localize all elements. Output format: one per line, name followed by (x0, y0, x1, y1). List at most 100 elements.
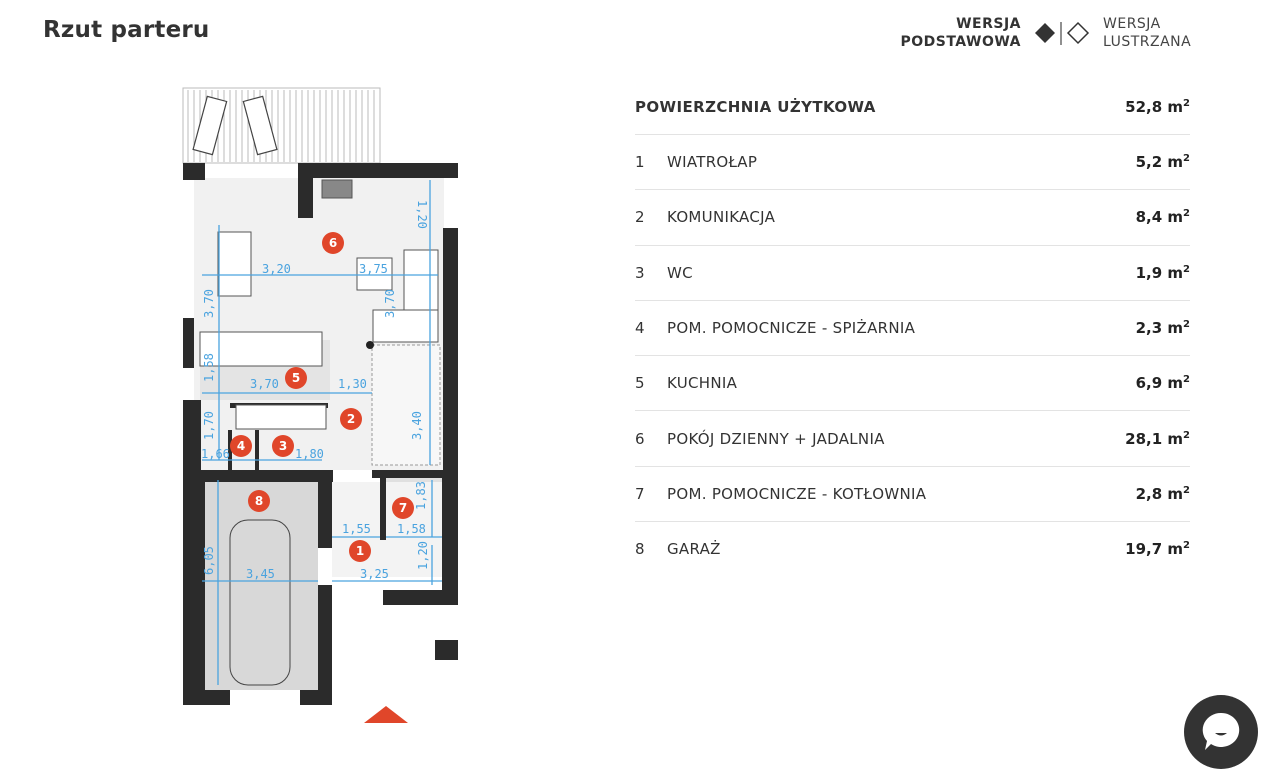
room-marker-5: 5 (285, 367, 307, 389)
marker-label: 1 (356, 544, 364, 558)
room-number: 1 (635, 153, 645, 172)
room-number: 6 (635, 429, 645, 448)
garage-floor (205, 482, 318, 690)
marker-label: 4 (237, 439, 245, 453)
dim-label: 3,75 (359, 262, 388, 276)
sofa-corner (372, 309, 439, 343)
room-number: 3 (635, 263, 645, 282)
room-number: 5 (635, 374, 645, 393)
chat-button[interactable] (1184, 695, 1258, 769)
room-area: 1,9 m2 (1135, 263, 1190, 282)
coffee-table (356, 257, 393, 291)
room-row: 8 GARAŻ 19,7 m2 (635, 522, 1190, 576)
floor-plan: 1,20 3,20 3,75 3,70 3,70 1,58 3,70 1,30 … (182, 87, 458, 723)
dim-label: 3,40 (410, 411, 424, 440)
room-name: POM. POMOCNICZE - KOTŁOWNIA (667, 484, 927, 503)
room-name: WC (667, 263, 693, 282)
entrance-arrow-icon (364, 706, 408, 723)
dim-label: 1,80 (295, 447, 324, 461)
version-basic-line1: WERSJA (956, 16, 1021, 32)
version-mirror-option[interactable]: WERSJA LUSTRZANA (1103, 15, 1191, 51)
room-marker-8: 8 (248, 490, 270, 512)
dim-label: 3,70 (383, 289, 397, 318)
page-title: Rzut parteru (43, 17, 210, 43)
dimension-labels: 1,20 3,20 3,75 3,70 3,70 1,58 3,70 1,30 … (201, 200, 430, 581)
furniture (199, 179, 441, 686)
room-marker-4: 4 (230, 435, 252, 457)
room-name: KOMUNIKACJA (667, 208, 776, 227)
dim-label: 1,30 (338, 377, 367, 391)
version-mirror-line1: WERSJA (1103, 16, 1161, 32)
dim-label: 1,55 (342, 522, 371, 536)
marker-label: 3 (279, 439, 287, 453)
summary-label: POWIERZCHNIA UŻYTKOWA (635, 98, 876, 116)
room-area: 2,3 m2 (1135, 319, 1190, 338)
stairs (371, 344, 441, 466)
dim-label: 3,20 (262, 262, 291, 276)
room-name: KUCHNIA (667, 374, 738, 393)
dim-label: 3,25 (360, 567, 389, 581)
marker-label: 5 (292, 371, 300, 385)
car-outline (229, 519, 291, 686)
room-row: 4 POM. POMOCNICZE - SPIŻARNIA 2,3 m2 (635, 301, 1190, 357)
room-row: 1 WIATROŁAP 5,2 m2 (635, 135, 1190, 191)
version-toggle[interactable] (1033, 19, 1093, 49)
room-marker-1: 1 (349, 540, 371, 562)
dining-table (217, 231, 252, 297)
dim-label: 3,70 (202, 289, 216, 318)
dim-label: 1,70 (202, 411, 216, 440)
vestibule-floor (332, 482, 442, 577)
marker-label: 6 (329, 236, 337, 250)
version-mirror-line2: LUSTRZANA (1103, 34, 1192, 50)
room-number: 4 (635, 319, 645, 338)
room-row: 7 POM. POMOCNICZE - KOTŁOWNIA 2,8 m2 (635, 467, 1190, 523)
dim-label: 1,58 (397, 522, 426, 536)
room-row: 2 KOMUNIKACJA 8,4 m2 (635, 190, 1190, 246)
outline-diamond-icon (1066, 21, 1090, 45)
room-number: 7 (635, 484, 645, 503)
room-area: 6,9 m2 (1135, 374, 1190, 393)
dim-label: 3,45 (246, 567, 275, 581)
kitchen-island (199, 331, 323, 367)
room-marker-2: 2 (340, 408, 362, 430)
room-number: 8 (635, 540, 645, 559)
marker-label: 7 (399, 501, 407, 515)
dimension-lines (202, 180, 442, 685)
room-marker-3: 3 (272, 435, 294, 457)
summary-value: 52,8 m2 (1125, 98, 1190, 116)
kitchen-counter (235, 404, 327, 430)
room-row: 3 WC 1,9 m2 (635, 246, 1190, 301)
room-marker-7: 7 (392, 497, 414, 519)
dim-label: 3,70 (250, 377, 279, 391)
room-row: 6 POKÓJ DZIENNY + JADALNIA 28,1 m2 (635, 411, 1190, 467)
room-area: 28,1 m2 (1125, 429, 1190, 448)
dim-label: 1,20 (416, 541, 430, 570)
filled-diamond-icon (1035, 23, 1055, 43)
dim-label: 1,58 (202, 353, 216, 382)
room-name: WIATROŁAP (667, 153, 758, 172)
room-area: 2,8 m2 (1135, 484, 1190, 503)
chat-bubble-icon (1202, 712, 1240, 750)
marker-label: 8 (255, 494, 263, 508)
room-markers: 1 2 3 4 5 6 7 8 (230, 232, 414, 562)
room-marker-6: 6 (322, 232, 344, 254)
version-basic-line2: PODSTAWOWA (900, 34, 1021, 50)
dim-label: 1,66 (201, 447, 230, 461)
room-name: GARAŻ (667, 540, 721, 559)
dim-label: 1,83 (414, 481, 428, 510)
dim-label: 6,05 (202, 546, 216, 575)
dim-label: 1,20 (415, 200, 429, 229)
version-basic-option[interactable]: WERSJA PODSTAWOWA (900, 15, 1021, 51)
summary-row: POWIERZCHNIA UŻYTKOWA 52,8 m2 (635, 80, 1190, 135)
sun-lounger-icon (192, 95, 278, 156)
kitchen-sink (321, 179, 353, 199)
marker-label: 2 (347, 412, 355, 426)
room-area: 5,2 m2 (1135, 153, 1190, 172)
room-number: 2 (635, 208, 645, 227)
room-name: POM. POMOCNICZE - SPIŻARNIA (667, 319, 916, 338)
column (366, 341, 374, 349)
room-area: 8,4 m2 (1135, 208, 1190, 227)
room-area: 19,7 m2 (1125, 540, 1190, 559)
room-name: POKÓJ DZIENNY + JADALNIA (667, 429, 885, 448)
